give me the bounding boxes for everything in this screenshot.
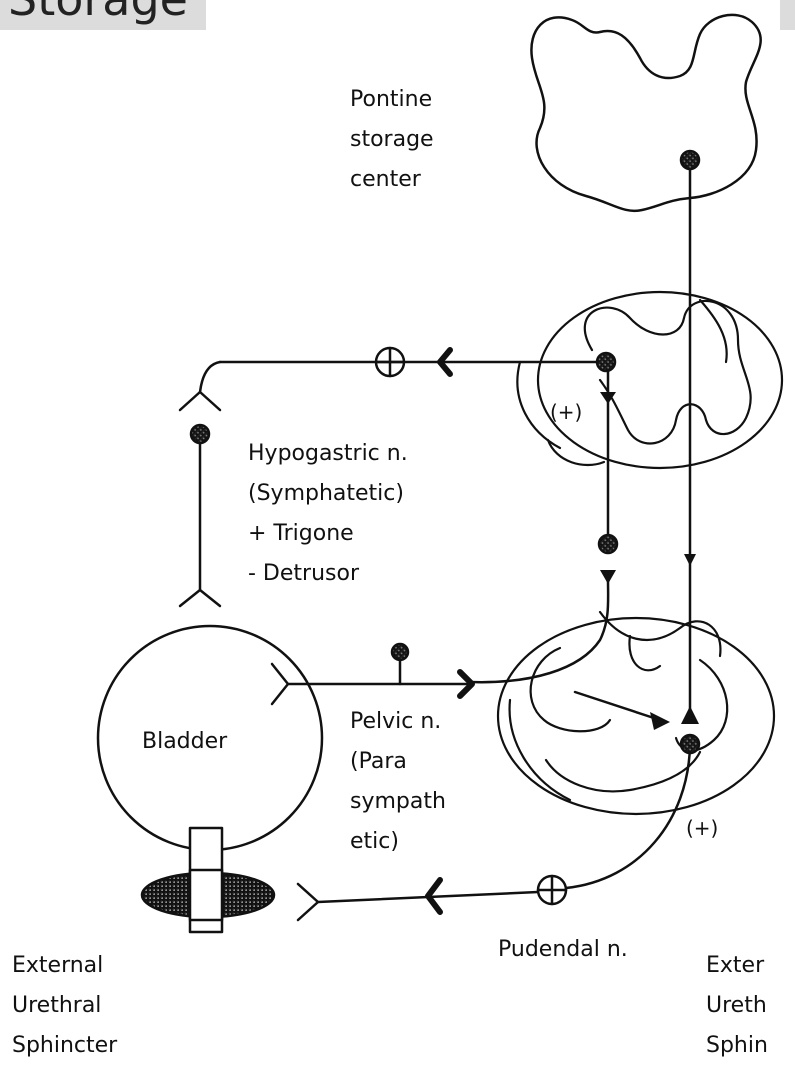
bladder-label: Bladder: [142, 722, 227, 762]
external-urethral-sphincter-label-right: Exter Ureth Sphin: [706, 946, 795, 1066]
hypogastric-synapse-upper: [180, 392, 220, 410]
hypogastric-synapse-lower: [180, 590, 220, 606]
pudendal-synapse: [298, 884, 318, 920]
pelvic-nerve-label: Pelvic n. (Para sympath etic): [350, 702, 446, 862]
pelvic-afferent-arrow: [600, 570, 616, 584]
pelvic-afferent-curve: [470, 580, 608, 682]
descending-arrow-end: [681, 706, 699, 724]
pelvic-synapse: [272, 664, 288, 704]
pontine-outline: [531, 15, 760, 211]
upper-excitatory-label: (+): [550, 392, 582, 432]
external-urethral-sphincter-label: External Urethral Sphincter: [12, 946, 117, 1066]
descending-arrow-mid: [684, 554, 696, 566]
upper-cord-neuron: [597, 353, 615, 371]
pelvic-ganglion: [392, 644, 408, 660]
lower-cord-interneuron: [599, 535, 617, 553]
afferent-to-pudendal: [575, 692, 660, 720]
pudendal-nerve-label: Pudendal n.: [498, 930, 628, 970]
pudendal-nerve-curve: [566, 746, 690, 888]
lower-excitatory-label: (+): [686, 808, 718, 848]
hypogastric-nerve-curve: [200, 362, 220, 392]
upper-spinal-cord: [517, 292, 782, 468]
pontine-neuron: [681, 151, 699, 169]
pudendal-motor-neuron: [681, 735, 699, 753]
hypogastric-nerve-label: Hypogastric n. (Symphatetic) + Trigone -…: [248, 434, 408, 594]
pudendal-nucleus-arrow: [650, 712, 670, 730]
pontine-storage-center-label: Pontine storage center: [350, 80, 434, 200]
hypogastric-ganglion-neuron: [191, 425, 209, 443]
